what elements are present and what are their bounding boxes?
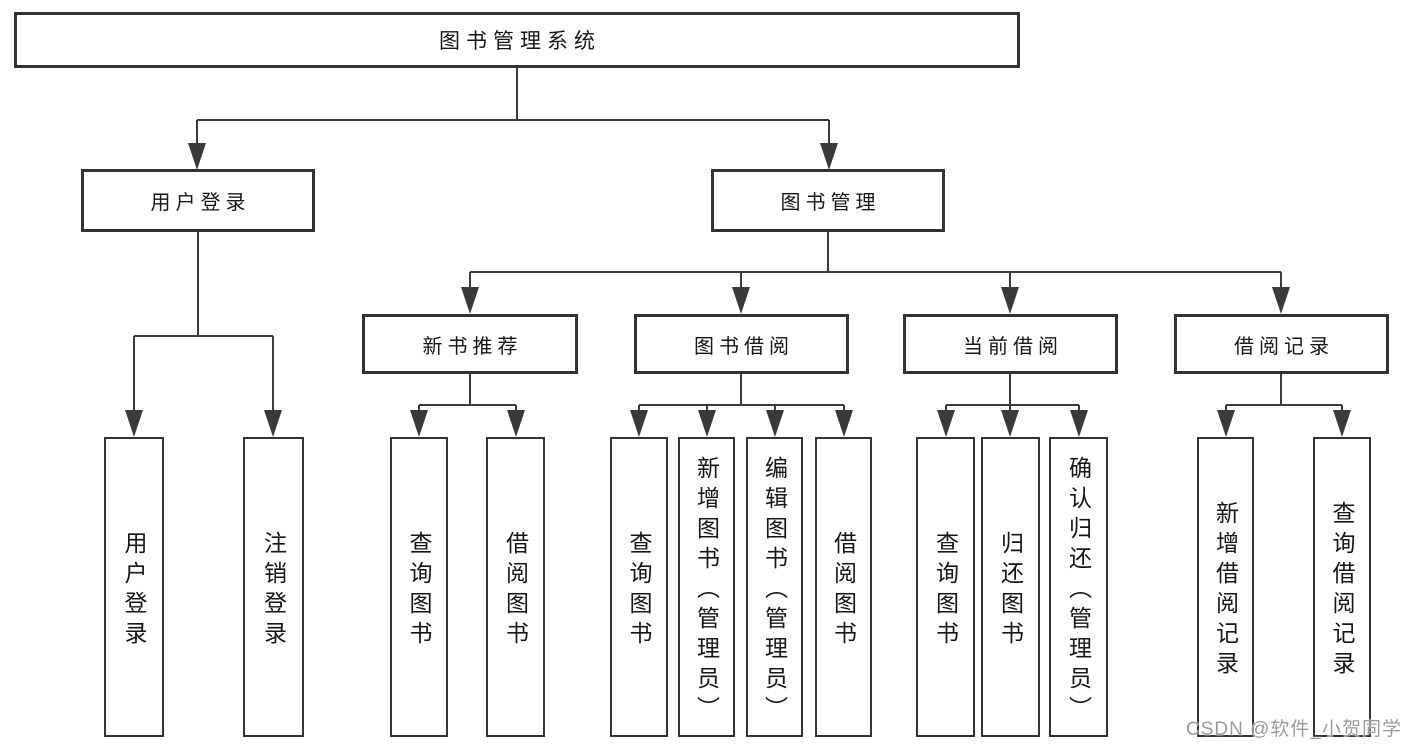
leaf-query-books-1: 查询图书 — [390, 437, 448, 737]
node-library-system: 图书管理系统 — [14, 12, 1020, 68]
node-book-management: 图书管理 — [711, 169, 945, 232]
watermark-text: CSDN @软件_小贺同学 — [1186, 719, 1402, 740]
node-current-borrow: 当前借阅 — [903, 314, 1118, 374]
node-new-book-recommend: 新书推荐 — [362, 314, 578, 374]
leaf-query-borrow-record: 查询借阅记录 — [1313, 437, 1371, 737]
leaf-logout: 注销登录 — [243, 437, 304, 737]
leaf-edit-book-admin: 编辑图书（管理员） — [746, 437, 803, 737]
leaf-query-books-3: 查询图书 — [916, 437, 975, 737]
leaf-confirm-return-admin: 确认归还（管理员） — [1049, 437, 1108, 737]
leaf-add-book-admin: 新增图书（管理员） — [678, 437, 735, 737]
leaf-user-login: 用户登录 — [104, 437, 164, 737]
node-book-borrow: 图书借阅 — [634, 314, 849, 374]
leaf-add-borrow-record: 新增借阅记录 — [1197, 437, 1254, 737]
leaf-borrow-books-1: 借阅图书 — [486, 437, 545, 737]
leaf-borrow-books-2: 借阅图书 — [815, 437, 872, 737]
node-borrow-records: 借阅记录 — [1174, 314, 1389, 374]
leaf-query-books-2: 查询图书 — [610, 437, 668, 737]
leaf-return-book: 归还图书 — [981, 437, 1040, 737]
node-user-login: 用户登录 — [81, 169, 315, 232]
